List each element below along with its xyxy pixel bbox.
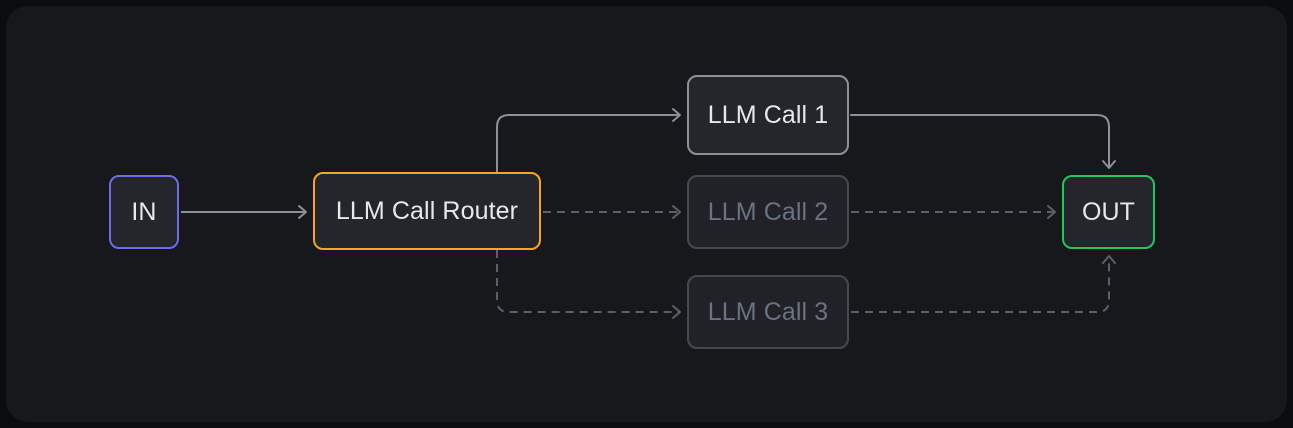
node-llm-call-3-label: LLM Call 3 (707, 297, 829, 326)
node-llm-call-1-label: LLM Call 1 (707, 100, 829, 129)
node-llm-call-2-label: LLM Call 2 (707, 197, 829, 226)
node-llm-call-1[interactable]: LLM Call 1 (687, 75, 849, 155)
node-llm-call-2[interactable]: LLM Call 2 (687, 175, 849, 249)
node-in-label: IN (131, 197, 157, 226)
node-llm-call-3[interactable]: LLM Call 3 (687, 275, 849, 349)
node-llm-call-router[interactable]: LLM Call Router (313, 172, 541, 250)
node-out-label: OUT (1081, 197, 1136, 226)
node-out[interactable]: OUT (1062, 175, 1155, 249)
node-in[interactable]: IN (109, 175, 179, 249)
node-llm-call-router-label: LLM Call Router (335, 196, 519, 225)
